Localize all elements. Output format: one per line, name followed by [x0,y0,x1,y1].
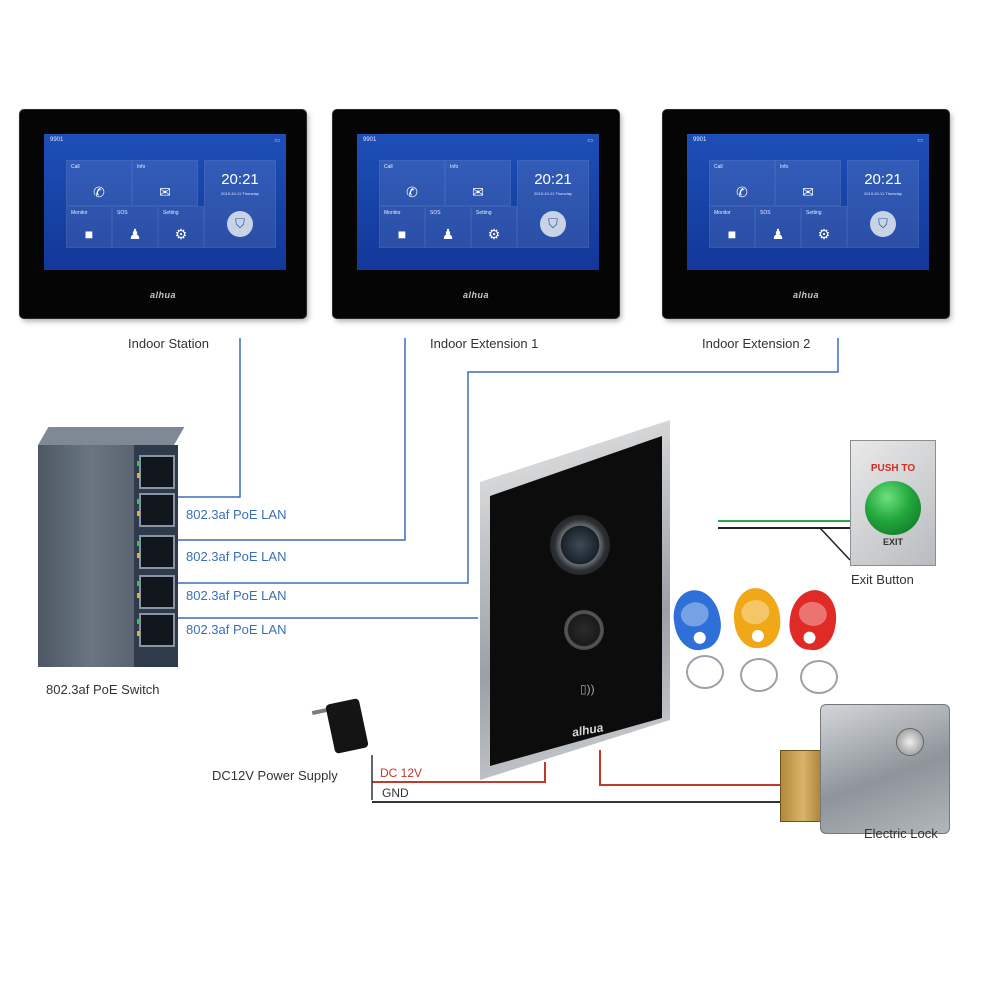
camera-lens-icon [550,515,610,575]
person-alert-icon: ♟ [128,226,142,242]
call-tile[interactable]: Call✆ [66,160,132,206]
switch-port [137,493,175,527]
info-tile[interactable]: Info✉ [445,160,511,206]
phone-icon: ✆ [736,184,748,200]
clock-date: 2019-10-11 Thursday [221,191,259,196]
call-button[interactable] [564,610,604,650]
dc12v-label: DC 12V [380,766,423,780]
phone-icon: ✆ [406,184,418,200]
door-station: ▯)) alhua [480,420,670,780]
monitor-tile[interactable]: Monitor■ [66,206,112,248]
poe-link-label: 802.3af PoE LAN [186,588,287,603]
poe-wire-indoor-station [152,338,241,498]
poe-link-label: 802.3af PoE LAN [186,507,287,522]
push-to-text: PUSH TO [870,463,916,474]
poe-wire-extension-2 [152,338,839,584]
exit-push-button[interactable] [865,481,921,535]
clock-time: 20:21 [534,171,572,188]
status-location: 9901 [50,137,64,143]
info-tile[interactable]: Info✉ [132,160,198,206]
camera-icon: ■ [84,226,94,242]
lock-strike-plate [780,750,826,822]
switch-port [137,613,175,647]
exit-button-device: PUSH TO EXIT [850,440,936,566]
power-adapter [310,695,370,755]
poe-link-label: 802.3af PoE LAN [186,622,287,637]
camera-icon: ■ [397,226,407,242]
gear-icon: ⚙ [174,226,188,242]
person-alert-icon: ♟ [441,226,455,242]
brand-logo: alhua [462,290,489,300]
sos-tile[interactable]: SOS♟ [112,206,158,248]
clock-time: 20:21 [221,171,259,188]
clock-tile: 20:21 2019-10-11 Thursday ⛉ [517,160,589,248]
sos-tile[interactable]: SOS♟ [755,206,801,248]
key-cylinder-icon [896,728,924,756]
monitor-screen: 9901 ▭ Call✆ Info✉ Monitor■ SOS♟ Setting⚙… [44,134,286,270]
call-tile[interactable]: Call✆ [709,160,775,206]
mail-icon: ✉ [802,184,814,200]
shield-icon: ⛉ [540,211,566,237]
dc-wire [372,762,546,783]
sos-tile[interactable]: SOS♟ [425,206,471,248]
monitor-screen: 9901 ▭ Call✆ Info✉ Monitor■ SOS♟ Setting⚙… [687,134,929,270]
rfid-icon: ▯)) [580,682,595,696]
setting-tile[interactable]: Setting⚙ [158,206,204,248]
monitor-tile[interactable]: Monitor■ [379,206,425,248]
switch-label: 802.3af PoE Switch [46,682,160,697]
setting-tile[interactable]: Setting⚙ [801,206,847,248]
switch-port [137,455,175,489]
indoor-station-monitor: 9901 ▭ Call✆ Info✉ Monitor■ SOS♟ Setting⚙… [20,110,306,318]
poe-wire-extension-1 [152,338,406,541]
mail-icon: ✉ [472,184,484,200]
indoor-station-label: Indoor Station [128,336,209,351]
indoor-extension-2-monitor: 9901 ▭ Call✆ Info✉ Monitor■ SOS♟ Setting⚙… [663,110,949,318]
electric-lock-label: Electric Lock [864,826,938,841]
clock-tile: 20:21 2019-10-11 Thursday ⛉ [847,160,919,248]
monitor-tile[interactable]: Monitor■ [709,206,755,248]
call-tile[interactable]: Call✆ [379,160,445,206]
gear-icon: ⚙ [487,226,501,242]
power-supply-label: DC12V Power Supply [212,768,338,783]
clock-time: 20:21 [864,171,902,188]
person-alert-icon: ♟ [771,226,785,242]
camera-icon: ■ [727,226,737,242]
status-location: 9901 [693,137,707,143]
switch-port [137,535,175,569]
info-tile[interactable]: Info✉ [775,160,841,206]
monitor-screen: 9901 ▭ Call✆ Info✉ Monitor■ SOS♟ Setting⚙… [357,134,599,270]
gnd-label: GND [382,786,409,800]
brand-logo: alhua [149,290,176,300]
brand-logo: alhua [792,290,819,300]
clock-tile: 20:21 2019-10-11 Thursday ⛉ [204,160,276,248]
phone-icon: ✆ [93,184,105,200]
electric-lock [780,700,950,840]
indoor-extension-2-label: Indoor Extension 2 [702,336,811,351]
clock-date: 2019-10-11 Thursday [534,191,572,196]
exit-text: EXIT [882,537,903,547]
battery-icon: ▭ [587,138,593,144]
poe-link-label: 802.3af PoE LAN [186,549,287,564]
clock-date: 2019-10-11 Thursday [864,191,902,196]
setting-tile[interactable]: Setting⚙ [471,206,517,248]
shield-icon: ⛉ [227,211,253,237]
indoor-extension-1-monitor: 9901 ▭ Call✆ Info✉ Monitor■ SOS♟ Setting⚙… [333,110,619,318]
status-location: 9901 [363,137,377,143]
mail-icon: ✉ [159,184,171,200]
switch-port [137,575,175,609]
lock-wire-red [599,750,800,786]
battery-icon: ▭ [917,138,923,144]
poe-switch [38,427,185,667]
battery-icon: ▭ [274,138,280,144]
shield-icon: ⛉ [870,211,896,237]
indoor-extension-1-label: Indoor Extension 1 [430,336,539,351]
exit-button-label: Exit Button [851,572,914,587]
gear-icon: ⚙ [817,226,831,242]
